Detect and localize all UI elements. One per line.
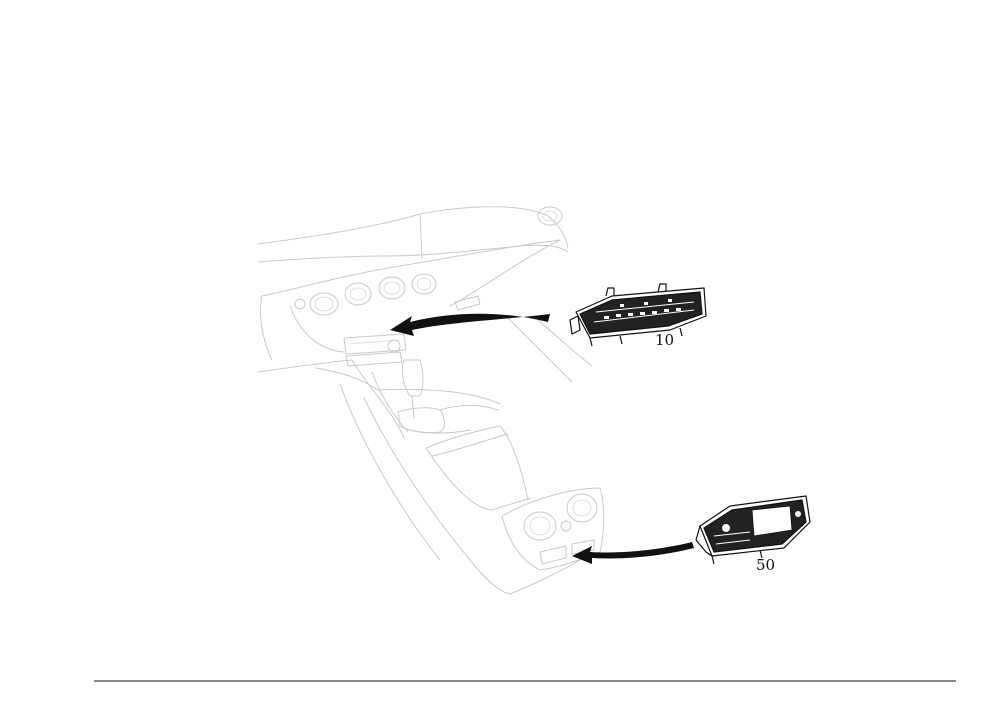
dashboard-outline — [257, 206, 593, 383]
center-stack — [343, 333, 407, 367]
label-rear-unit: 50 — [756, 556, 775, 574]
center-console — [315, 359, 605, 595]
front-climate-control-unit — [569, 283, 707, 347]
arrow-to-front-unit — [390, 313, 550, 336]
rear-climate-control-unit — [695, 495, 811, 565]
arrow-to-rear-unit — [572, 542, 694, 564]
dashboard-vents — [294, 273, 437, 316]
label-front-unit: 10 — [655, 331, 674, 349]
